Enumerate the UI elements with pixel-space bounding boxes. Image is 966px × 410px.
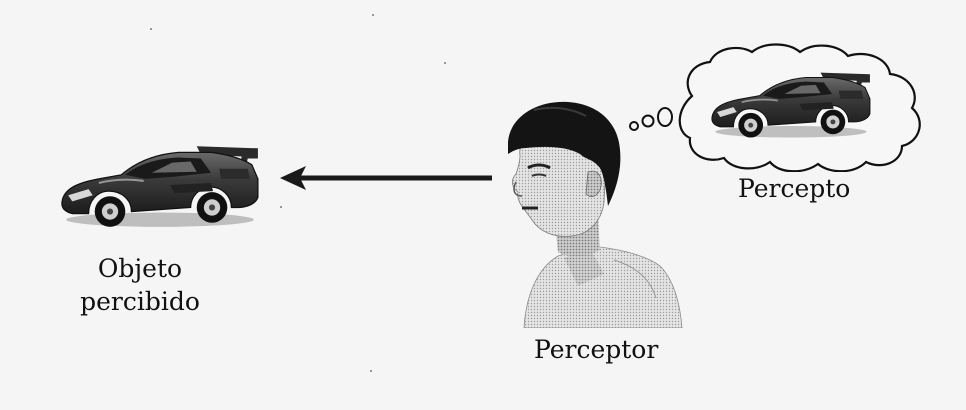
perceiver-label: Perceptor — [534, 335, 659, 364]
scan-speck — [280, 206, 282, 208]
perceiver-person-icon — [508, 101, 683, 328]
arrow-left-icon — [280, 166, 492, 190]
percept-car-icon — [711, 72, 871, 138]
perceived-object-label: Objeto percibido — [66, 252, 214, 318]
perceived-object-car-icon — [61, 146, 259, 227]
perceived-object-label-line2: percibido — [80, 287, 200, 316]
perceived-object-label-line1: Objeto — [97, 254, 183, 283]
percept-label: Percepto — [738, 174, 851, 203]
scan-speck — [370, 370, 372, 372]
scan-speck — [444, 62, 446, 64]
scan-speck — [372, 14, 374, 16]
scan-speck — [150, 28, 152, 30]
